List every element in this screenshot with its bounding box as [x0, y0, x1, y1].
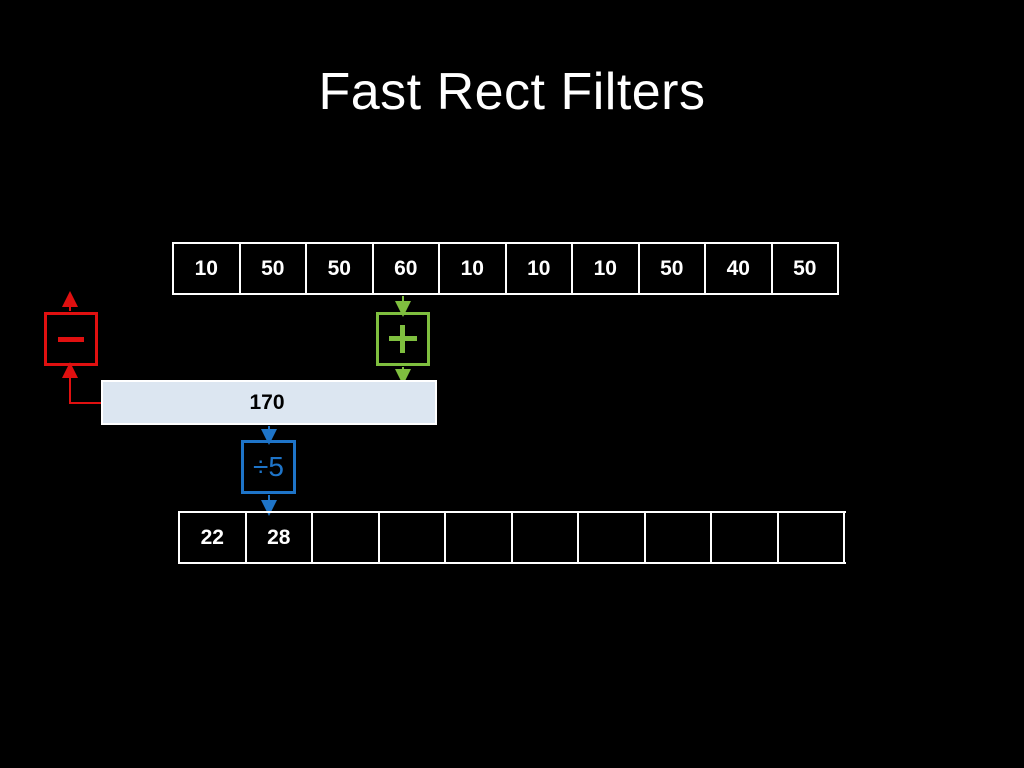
cell: 50: [241, 244, 307, 293]
cell: 50: [773, 244, 839, 293]
minus-icon: [58, 336, 84, 342]
cell: [579, 513, 646, 562]
cell: 60: [374, 244, 440, 293]
cell: 50: [307, 244, 374, 293]
cell: [513, 513, 579, 562]
cell: [712, 513, 779, 562]
cell: 22: [180, 513, 247, 562]
cell: 10: [507, 244, 573, 293]
divide-operator: ÷5: [241, 440, 296, 494]
running-sum-value: 170: [249, 390, 285, 414]
arrow-sum-to-subtract: [62, 362, 101, 404]
plus-icon: [389, 325, 417, 353]
divide-label: ÷5: [253, 451, 284, 482]
cell: 10: [440, 244, 507, 293]
cell: [446, 513, 513, 562]
cell: 28: [247, 513, 313, 562]
running-sum-box: 170: [101, 380, 437, 425]
cell: 10: [174, 244, 241, 293]
cell: [380, 513, 446, 562]
cell: [646, 513, 712, 562]
slide-title: Fast Rect Filters: [318, 63, 706, 121]
cell: 10: [573, 244, 640, 293]
cell: [779, 513, 845, 562]
cell: 50: [640, 244, 706, 293]
add-operator: [376, 312, 430, 366]
subtract-operator: [44, 312, 98, 366]
cell: 40: [706, 244, 773, 293]
cell: [313, 513, 380, 562]
